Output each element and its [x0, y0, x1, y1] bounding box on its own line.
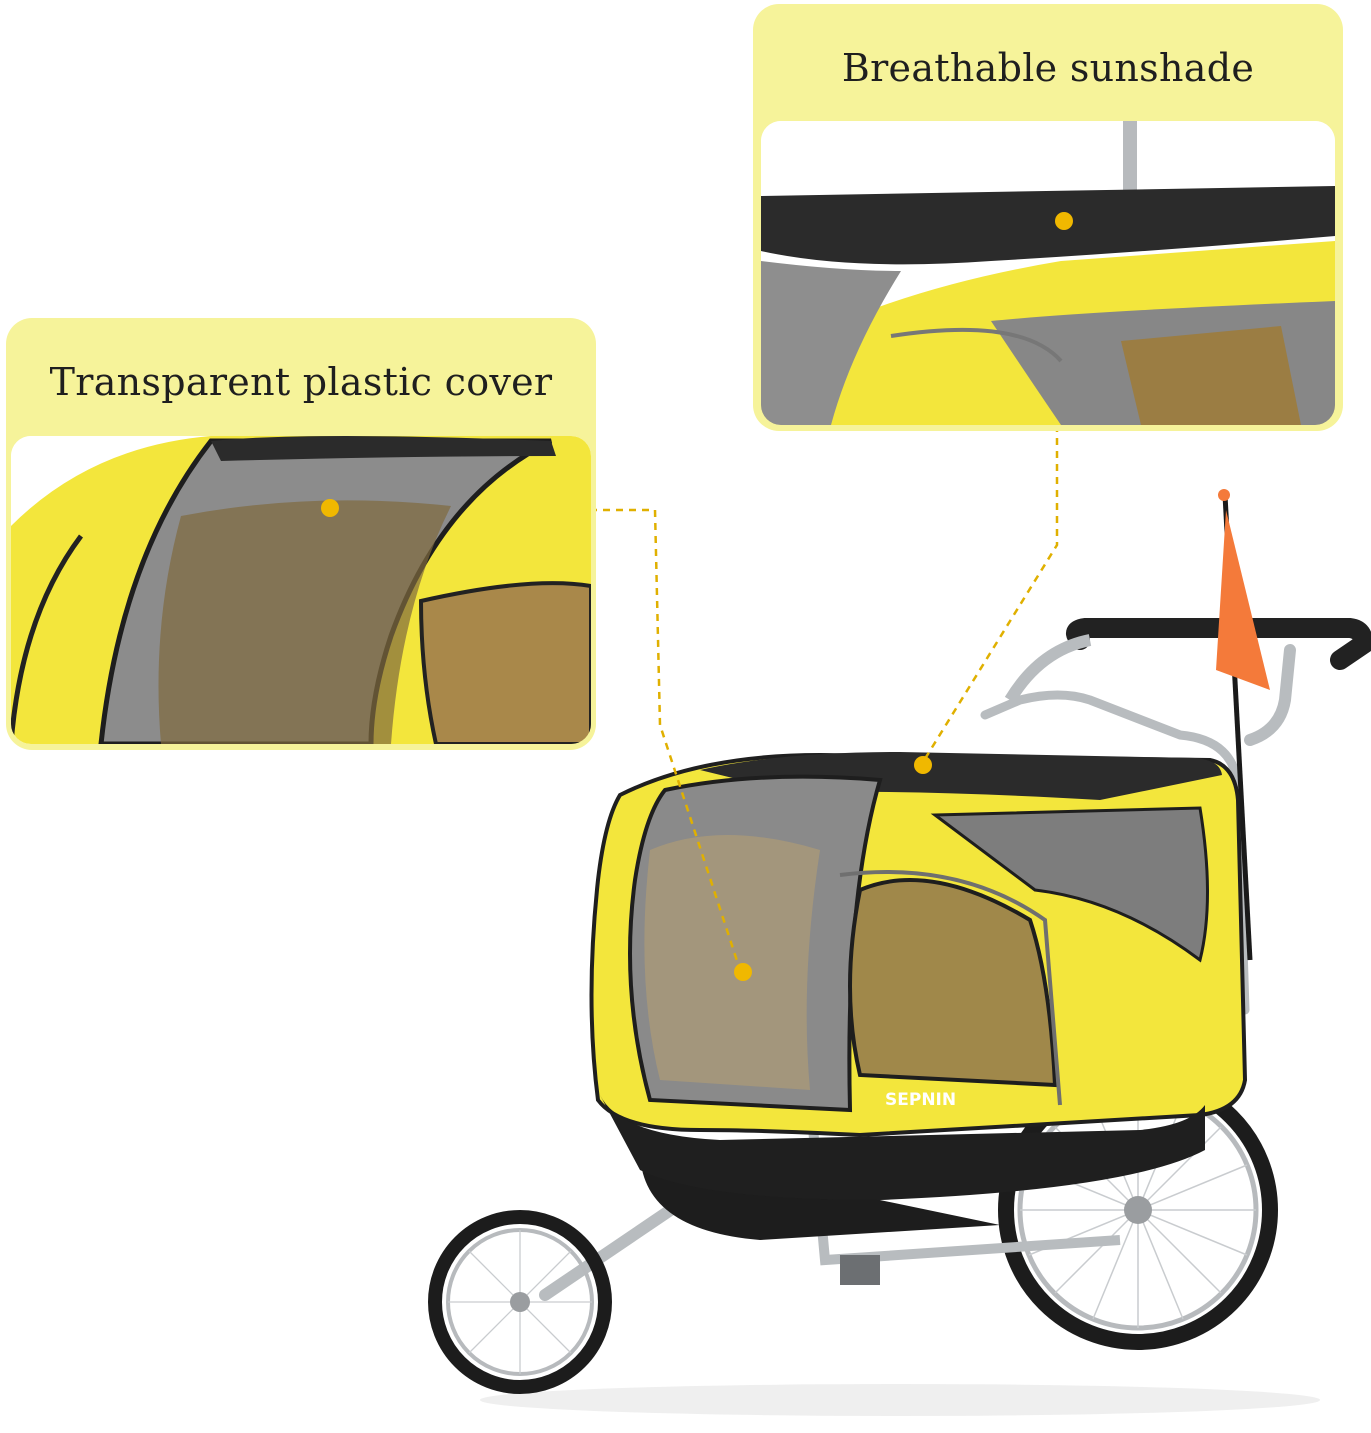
safety-flag-icon — [1216, 489, 1270, 961]
ground-shadow — [480, 1384, 1320, 1416]
pointer-dot-icon — [914, 756, 932, 774]
callout-sunshade: Breathable sunshade — [753, 4, 1343, 431]
callout-cover-title: Transparent plastic cover — [49, 360, 553, 404]
callout-sunshade-title: Breathable sunshade — [841, 46, 1255, 90]
cover-closeup-photo — [11, 436, 591, 744]
pointer-dot-icon — [734, 963, 752, 981]
trailer-body — [589, 752, 1248, 1200]
callout-cover: Transparent plastic cover — [6, 318, 596, 750]
sunshade-closeup-photo — [761, 121, 1335, 425]
push-handle — [980, 618, 1371, 1015]
brand-label: SEPNIN — [885, 1090, 956, 1110]
